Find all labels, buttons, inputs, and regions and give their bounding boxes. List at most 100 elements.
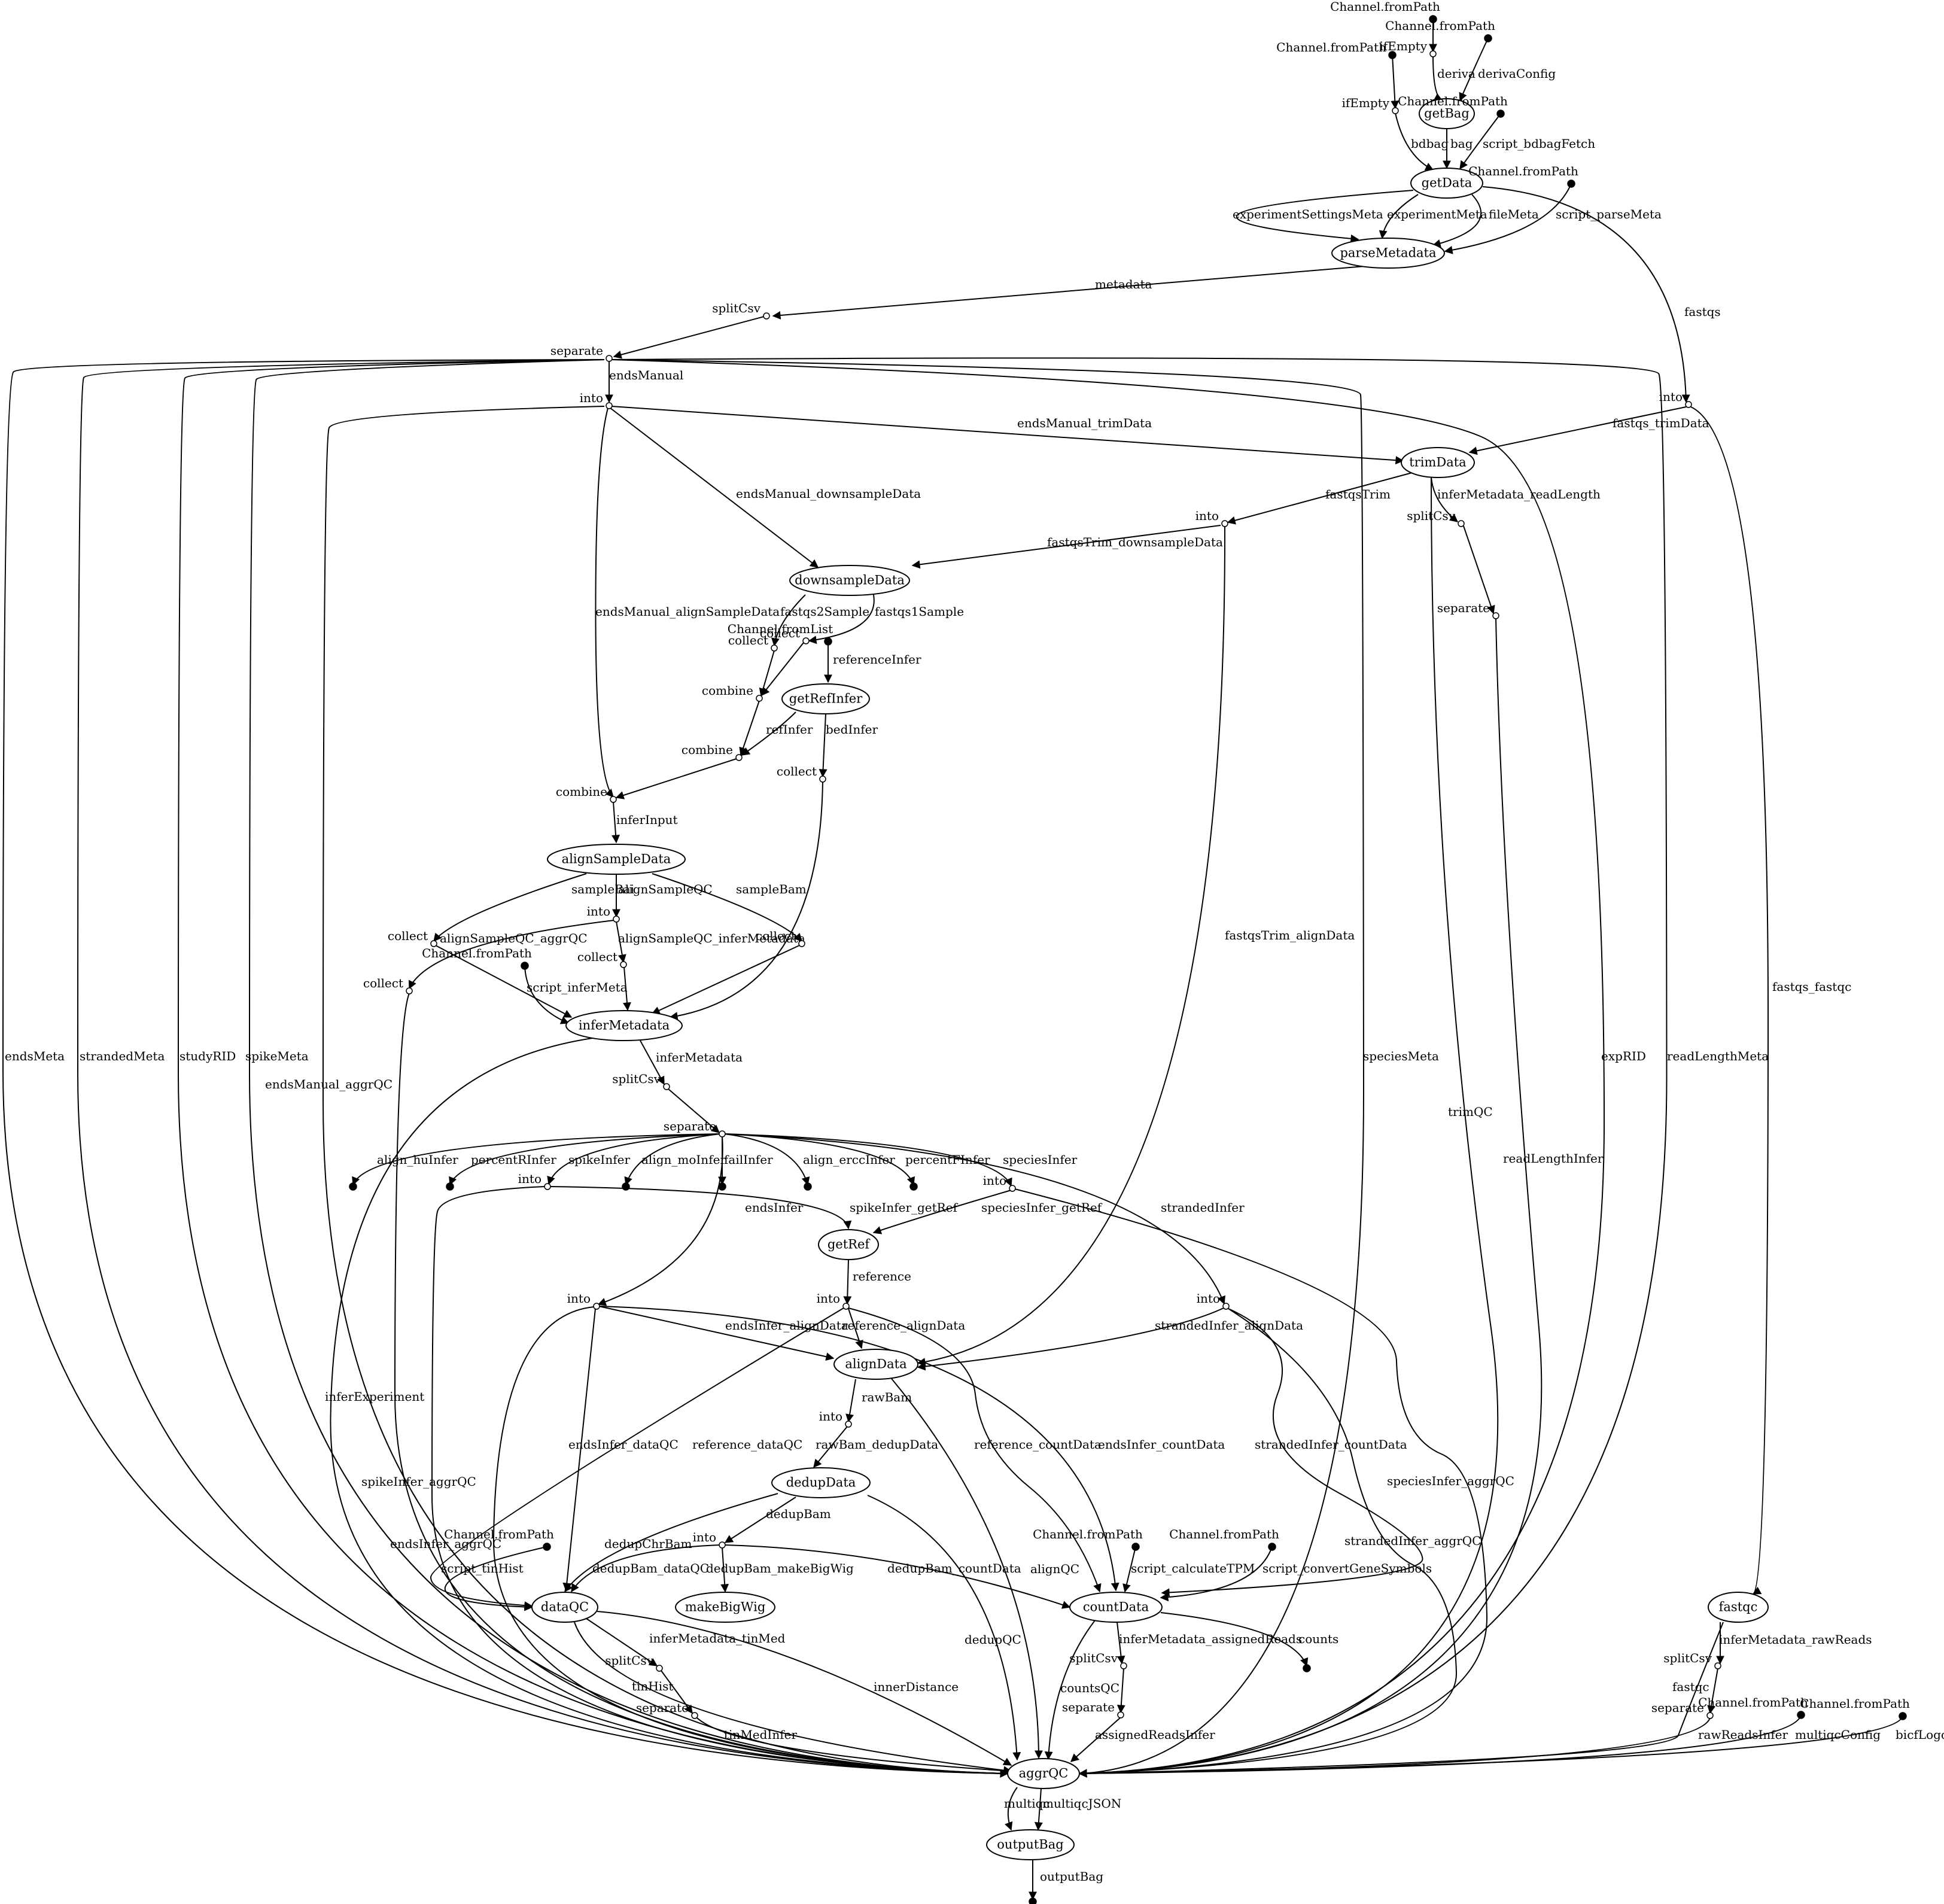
edge-label: reference_alignData [842,1318,965,1333]
operator-label: Channel.fromList [728,622,833,636]
process-node-shape [1331,238,1445,269]
operator-dot-icon [763,312,770,320]
process-node-aggrQC[interactable]: aggrQC [1007,1758,1080,1789]
operator-label: separate [550,343,603,358]
operator-label: collect [728,633,768,647]
edge-label: readLengthInfer [1503,1151,1604,1166]
edge-label: referenceInfer [833,652,921,667]
process-node-alignData[interactable]: alignData [833,1349,918,1380]
process-node-getData[interactable]: getData [1410,168,1483,199]
operator-label: Channel.fromPath [1398,94,1508,108]
edge-dataQC-to-aggrQC [597,1611,1012,1766]
operator-point-comb2: combine [682,743,743,761]
operator-dot-icon [719,1541,726,1549]
edge-getRefInfer-to-comb2 [741,711,796,756]
process-node-label: outputBag [997,1838,1063,1852]
process-node-getBag[interactable]: getBag [1419,98,1475,129]
edge-sep1-to-aggrQC [611,359,1605,1778]
operator-dot-icon [656,1665,663,1672]
process-node-dataQC[interactable]: dataQC [531,1592,598,1623]
process-node-trimData[interactable]: trimData [1401,447,1475,478]
edge-label: endsInfer_alignData [725,1318,848,1333]
operator-dot-icon [1706,1712,1714,1719]
process-node-makeBigWig[interactable]: makeBigWig [675,1592,775,1623]
process-node-fastqc[interactable]: fastqc [1708,1592,1769,1623]
process-node-inferMetadata[interactable]: inferMetadata [565,1010,683,1041]
edge-into11-to-makeBigWig [720,1547,729,1593]
process-node-getRef[interactable]: getRef [818,1229,879,1260]
edge-label: rawBam_dedupData [816,1437,938,1452]
edge-label: endsManual_aggrQC [265,1077,393,1091]
process-node-label: getRef [828,1237,871,1252]
edge-label: bdbag [1411,136,1449,151]
operator-point-into6: into [983,1173,1016,1192]
edge-label: inferInput [616,813,678,827]
edge-label: dedupBam_dataQC [592,1561,709,1575]
edge-label: metadata [1095,277,1152,291]
operator-point-src5: Channel.fromPath [1468,164,1578,188]
edge-into2-to-fastqc [1690,406,1769,1595]
edge-label: endsManual [609,368,683,382]
process-node-countData[interactable]: countData [1069,1592,1163,1623]
operator-point-splitCsv2: splitCsv [1407,509,1465,527]
operator-point-sink3 [622,1182,630,1191]
source-dot-icon [1131,1543,1140,1551]
edge-label: inferMetadata_tinMed [649,1631,786,1646]
edge-src3-to-getBag [1459,38,1489,102]
process-node-dedupData[interactable]: dedupData [771,1467,871,1498]
edge-label: dedupBam_countData [887,1561,1021,1575]
edge-label: script_calculateTPM [1131,1561,1255,1575]
operator-dot-icon [1458,520,1465,527]
process-node-shape [818,1229,879,1260]
edge-label: inferMetadata_readLength [1437,487,1601,501]
edge-sep3-to-into6 [724,1133,1012,1187]
operator-label: splitCsv [1069,1651,1118,1665]
process-node-downsampleData[interactable]: downsampleData [789,565,910,596]
edge-into9-to-alignData [917,1307,1224,1371]
operator-label: splitCsv [612,1072,661,1086]
operator-point-into5: into [518,1172,551,1190]
operator-label: splitCsv [1407,509,1455,523]
edge-label: refInfer [766,722,813,737]
edge-label: expRID [1601,1049,1646,1063]
operator-dot-icon [819,775,826,783]
process-node-outputBag[interactable]: outputBag [986,1829,1075,1860]
operator-dot-icon [1429,50,1437,57]
edge-label: experimentMeta [1387,207,1487,221]
edge-src10-to-countData [1160,1546,1273,1602]
process-node-alignSampleData[interactable]: alignSampleData [547,844,686,875]
operator-point-col5: collect [577,950,627,968]
operator-label: Channel.fromPath [1033,1527,1143,1541]
operator-label: splitCsv [605,1653,653,1668]
edge-label: multiqc [1004,1796,1050,1811]
process-node-parseMetadata[interactable]: parseMetadata [1331,238,1445,269]
process-node-label: parseMetadata [1340,246,1436,260]
operator-label: into [580,391,603,405]
edge-label: strandedInfer_aggrQC [1344,1534,1481,1548]
operator-label: separate [664,1119,716,1133]
operator-label: Channel.fromPath [444,1527,554,1541]
operator-point-splitCsv1: splitCsv [712,301,770,320]
edge-label: sampleBai [571,882,634,896]
edge-inferMetadata-to-splitCsv3 [640,1040,665,1085]
edge-sep4-to-aggrQC [696,1717,1012,1775]
process-node-getRefInfer[interactable]: getRefInfer [781,683,870,714]
edge-alignData-to-into10 [845,1379,856,1423]
edge-sep1-to-aggrQC [248,359,1009,1778]
operator-label: collect [577,950,617,964]
edge-label: percentFInfer [905,1152,990,1167]
operator-point-sep2: separate [1437,601,1499,619]
process-node-shape [789,565,910,596]
source-dot-icon [1429,15,1437,23]
operator-dot-icon [798,940,805,947]
edge-sep3-to-into5 [547,1133,720,1185]
edge-into5-to-getRef [549,1186,852,1230]
operator-dot-icon [1714,1662,1721,1669]
edge-col3-to-inferMetadata [669,781,823,1020]
edge-into9-to-countData [1161,1308,1423,1597]
edge-sep2-to-aggrQC [1078,618,1543,1778]
edge-label: spikeInfer_aggrQC [361,1474,476,1489]
edge-alignData-to-aggrQC [891,1378,1043,1759]
operator-point-sep5: separate [1062,1700,1124,1719]
operator-dot-icon [430,940,437,947]
